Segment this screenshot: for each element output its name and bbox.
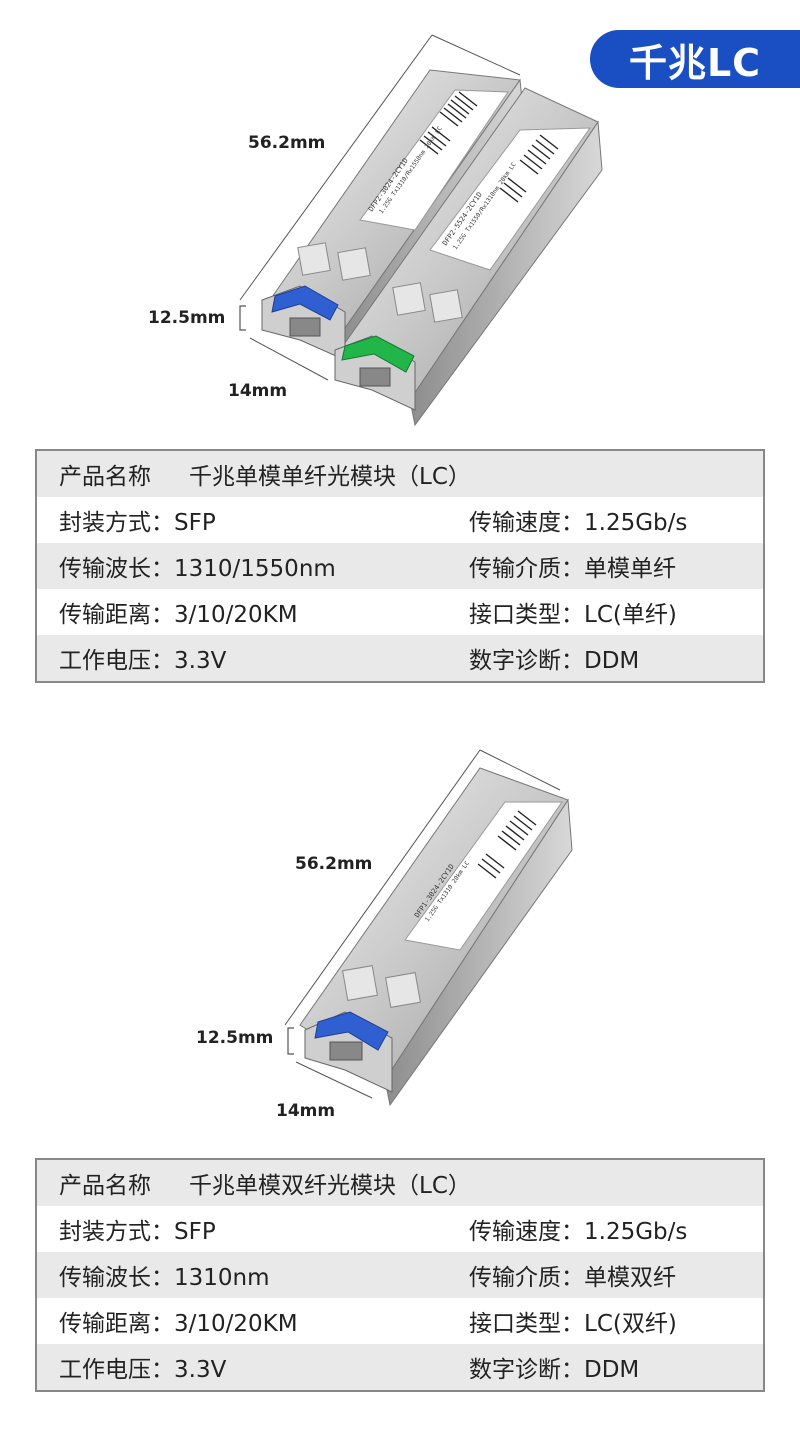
- spec-cell: 接口类型：LC(双纤): [447, 1298, 764, 1344]
- spec-table-single-fiber: 产品名称 千兆单模单纤光模块（LC） 封装方式：SFP 传输速度：1.25Gb/s…: [35, 449, 765, 683]
- spec-cell: 传输速度：1.25Gb/s: [447, 1206, 764, 1252]
- spec-cell: 数字诊断：DDM: [447, 635, 764, 682]
- dimension-length-label: 56.2mm: [248, 133, 326, 153]
- spec-cell: 传输波长：1310/1550nm: [36, 543, 447, 589]
- spec-cell: 封装方式：SFP: [36, 1206, 447, 1252]
- product-name-label: 产品名称: [59, 464, 151, 490]
- spec-cell: 接口类型：LC(单纤): [447, 589, 764, 635]
- product-badge: 千兆LC: [590, 30, 800, 88]
- dimension-width-label: 14mm: [276, 1101, 336, 1121]
- spec-row: 封装方式：SFP 传输速度：1.25Gb/s: [36, 497, 764, 543]
- spec-cell: 传输波长：1310nm: [36, 1252, 447, 1298]
- spec-row: 封装方式：SFP 传输速度：1.25Gb/s: [36, 1206, 764, 1252]
- sfp-module-illustration: DFP1-3024-2CY1D 1.25G Tx1310 20km LC: [284, 749, 573, 1107]
- spec-cell: 传输距离：3/10/20KM: [36, 1298, 447, 1344]
- spec-row: 工作电压：3.3V 数字诊断：DDM: [36, 1344, 764, 1391]
- product-name-value: 千兆单模单纤光模块（LC）: [189, 464, 471, 490]
- dimension-width-label: 14mm: [228, 381, 288, 401]
- spec-cell: 传输距离：3/10/20KM: [36, 589, 447, 635]
- sfp-module-pair-illustration: DFP2-3024-2CY1D 1.25G Tx1310/Rx1550nm 20…: [239, 34, 603, 427]
- spec-cell: 工作电压：3.3V: [36, 1344, 447, 1391]
- product-name-label: 产品名称: [59, 1173, 151, 1199]
- spec-cell: 传输介质：单模单纤: [447, 543, 764, 589]
- spec-row: 传输距离：3/10/20KM 接口类型：LC(单纤): [36, 589, 764, 635]
- spec-cell: 封装方式：SFP: [36, 497, 447, 543]
- spec-row: 工作电压：3.3V 数字诊断：DDM: [36, 635, 764, 682]
- spec-cell: 传输介质：单模双纤: [447, 1252, 764, 1298]
- spec-row: 传输波长：1310/1550nm 传输介质：单模单纤: [36, 543, 764, 589]
- spec-cell: 工作电压：3.3V: [36, 635, 447, 682]
- spec-row: 传输距离：3/10/20KM 接口类型：LC(双纤): [36, 1298, 764, 1344]
- spec-cell: 数字诊断：DDM: [447, 1344, 764, 1391]
- dimension-height-label: 12.5mm: [148, 308, 226, 328]
- spec-row: 传输波长：1310nm 传输介质：单模双纤: [36, 1252, 764, 1298]
- product-name-value: 千兆单模双纤光模块（LC）: [189, 1173, 471, 1199]
- spec-row-name: 产品名称 千兆单模单纤光模块（LC）: [36, 450, 764, 497]
- spec-row-name: 产品名称 千兆单模双纤光模块（LC）: [36, 1159, 764, 1206]
- spec-table-dual-fiber: 产品名称 千兆单模双纤光模块（LC） 封装方式：SFP 传输速度：1.25Gb/s…: [35, 1158, 765, 1392]
- dimension-height-label: 12.5mm: [196, 1028, 274, 1048]
- dimension-length-label: 56.2mm: [295, 854, 373, 874]
- spec-cell: 传输速度：1.25Gb/s: [447, 497, 764, 543]
